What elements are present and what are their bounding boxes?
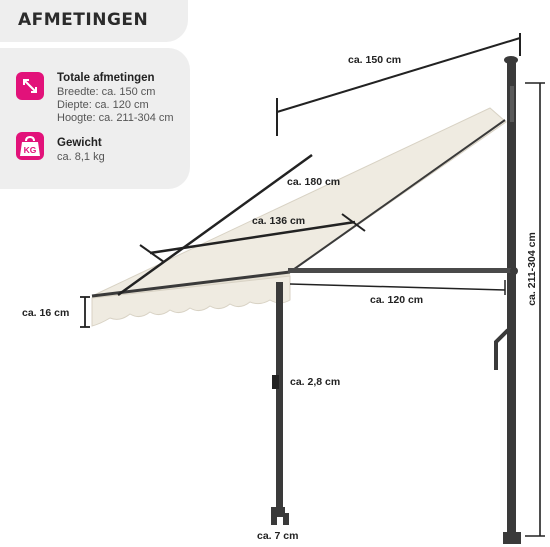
label-valance-height: ca. 16 cm xyxy=(22,307,70,319)
crank-handle xyxy=(494,328,510,370)
label-136: ca. 136 cm xyxy=(252,215,306,227)
info-panel: Totale afmetingen Breedte: ca. 150 cm Di… xyxy=(0,48,190,189)
label-height-range: ca. 211-304 cm xyxy=(525,232,538,306)
depth-dimension-line xyxy=(289,283,506,291)
kg-weight-icon: KG xyxy=(16,132,44,160)
height-line: Hoogte: ca. 211-304 cm xyxy=(57,112,174,124)
weight-heading: Gewicht xyxy=(57,137,102,149)
width-dimension-line xyxy=(276,37,521,113)
total-dimensions-heading: Totale afmetingen xyxy=(57,72,155,84)
front-bar xyxy=(91,270,291,298)
label-pole-diameter: ca. 2,8 cm xyxy=(290,376,341,388)
kg-icon-text: KG xyxy=(24,145,37,155)
page-title: AFMETINGEN xyxy=(18,10,149,30)
rear-pole xyxy=(507,63,516,537)
label-180: ca. 180 cm xyxy=(287,176,341,188)
title-pill: AFMETINGEN xyxy=(0,0,188,42)
front-pole-foot xyxy=(271,513,289,525)
label-foot-width: ca. 7 cm xyxy=(257,530,299,542)
support-arm xyxy=(288,268,514,273)
depth-line: Diepte: ca. 120 cm xyxy=(57,99,149,111)
awning-valance xyxy=(91,275,291,327)
label-width-top: ca. 150 cm xyxy=(348,54,402,66)
side-bar xyxy=(289,119,506,273)
weight-value: ca. 8,1 kg xyxy=(57,151,105,163)
dim-180-line xyxy=(117,153,313,297)
width-line: Breedte: ca. 150 cm xyxy=(57,86,156,98)
label-depth: ca. 120 cm xyxy=(370,294,424,306)
diagonal-arrows-icon xyxy=(16,72,44,100)
front-pole xyxy=(276,282,283,507)
